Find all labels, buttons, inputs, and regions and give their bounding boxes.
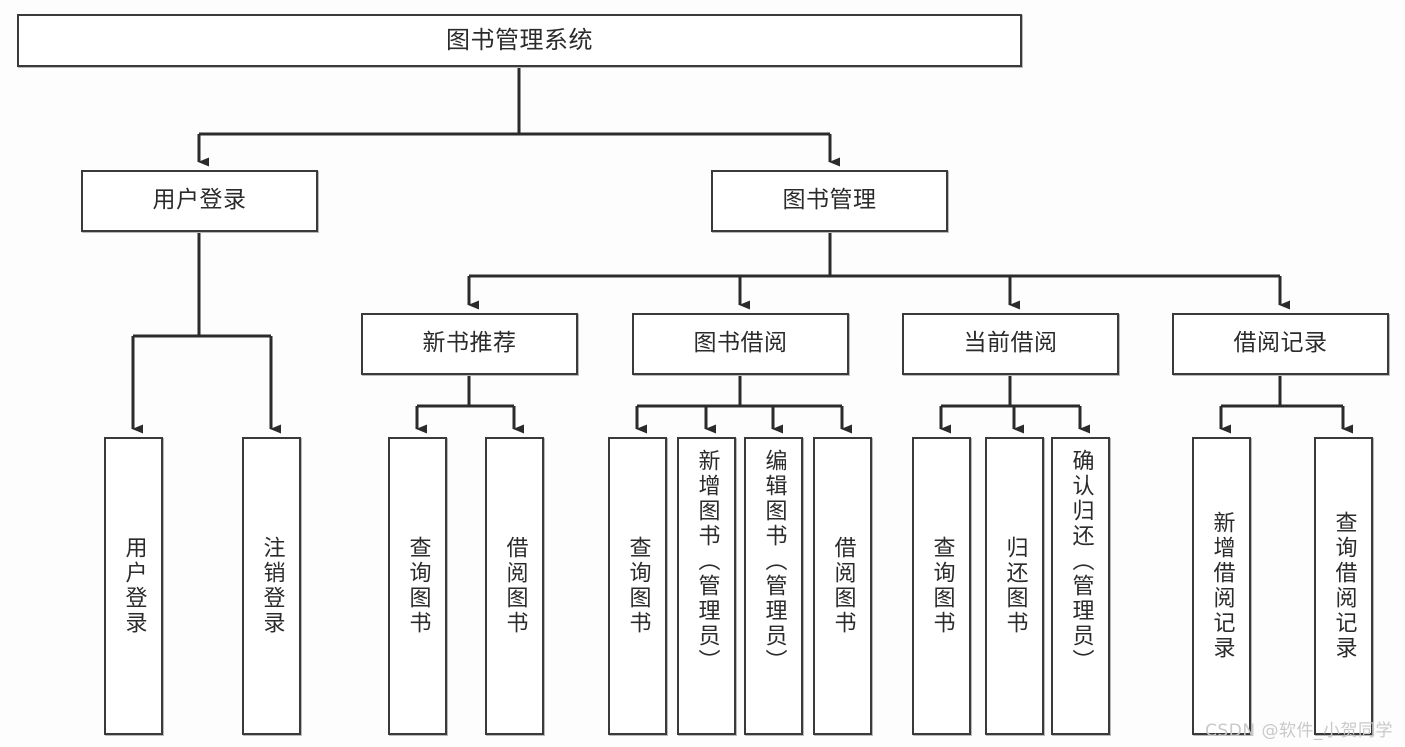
node-leaf-return-book[interactable]: 归还图书 (985, 437, 1044, 735)
node-borrow-record-label: 借阅记录 (1233, 330, 1328, 357)
node-current-borrow[interactable]: 当前借阅 (902, 313, 1119, 375)
node-leaf-borrow-book-2[interactable]: 借阅图书 (813, 437, 872, 735)
node-leaf-user-login-label: 用户登录 (121, 536, 147, 636)
node-book-borrow-label: 图书借阅 (693, 330, 788, 357)
node-current-borrow-label: 当前借阅 (963, 330, 1058, 357)
node-borrow-record[interactable]: 借阅记录 (1172, 313, 1389, 375)
node-book-borrow[interactable]: 图书借阅 (632, 313, 849, 375)
node-leaf-confirm-return-label: 确认归还（管理员） (1068, 449, 1094, 674)
node-leaf-add-record-label: 新增借阅记录 (1209, 511, 1235, 661)
node-leaf-query-book-2-label: 查询图书 (625, 536, 651, 636)
csdn-watermark: CSDN @软件_小贺同学 (1205, 721, 1393, 741)
node-leaf-confirm-return[interactable]: 确认归还（管理员） (1051, 437, 1110, 735)
node-leaf-user-logout-label: 注销登录 (259, 536, 285, 636)
node-leaf-user-logout[interactable]: 注销登录 (242, 437, 301, 735)
node-leaf-query-book-1-label: 查询图书 (405, 536, 431, 636)
node-new-book-rec-label: 新书推荐 (422, 330, 517, 357)
node-leaf-add-record[interactable]: 新增借阅记录 (1192, 437, 1251, 735)
node-user-login[interactable]: 用户登录 (81, 170, 318, 232)
node-leaf-query-record[interactable]: 查询借阅记录 (1314, 437, 1373, 735)
node-root[interactable]: 图书管理系统 (17, 14, 1022, 67)
node-leaf-query-book-3[interactable]: 查询图书 (912, 437, 971, 735)
node-leaf-edit-book[interactable]: 编辑图书（管理员） (744, 437, 803, 735)
node-new-book-rec[interactable]: 新书推荐 (361, 313, 578, 375)
node-leaf-add-book[interactable]: 新增图书（管理员） (677, 437, 736, 735)
node-book-manage-label: 图书管理 (782, 187, 877, 214)
node-leaf-query-book-1[interactable]: 查询图书 (388, 437, 447, 735)
node-leaf-borrow-book-1-label: 借阅图书 (502, 536, 528, 636)
node-leaf-query-book-3-label: 查询图书 (929, 536, 955, 636)
node-root-label: 图书管理系统 (446, 26, 593, 55)
node-user-login-label: 用户登录 (152, 187, 247, 214)
node-book-manage[interactable]: 图书管理 (711, 170, 948, 232)
node-leaf-query-book-2[interactable]: 查询图书 (608, 437, 667, 735)
node-leaf-borrow-book-1[interactable]: 借阅图书 (485, 437, 544, 735)
node-leaf-add-book-label: 新增图书（管理员） (694, 449, 720, 674)
node-leaf-user-login[interactable]: 用户登录 (104, 437, 163, 735)
node-leaf-return-book-label: 归还图书 (1002, 536, 1028, 636)
node-leaf-edit-book-label: 编辑图书（管理员） (761, 449, 787, 674)
node-leaf-borrow-book-2-label: 借阅图书 (830, 536, 856, 636)
node-leaf-query-record-label: 查询借阅记录 (1331, 511, 1357, 661)
